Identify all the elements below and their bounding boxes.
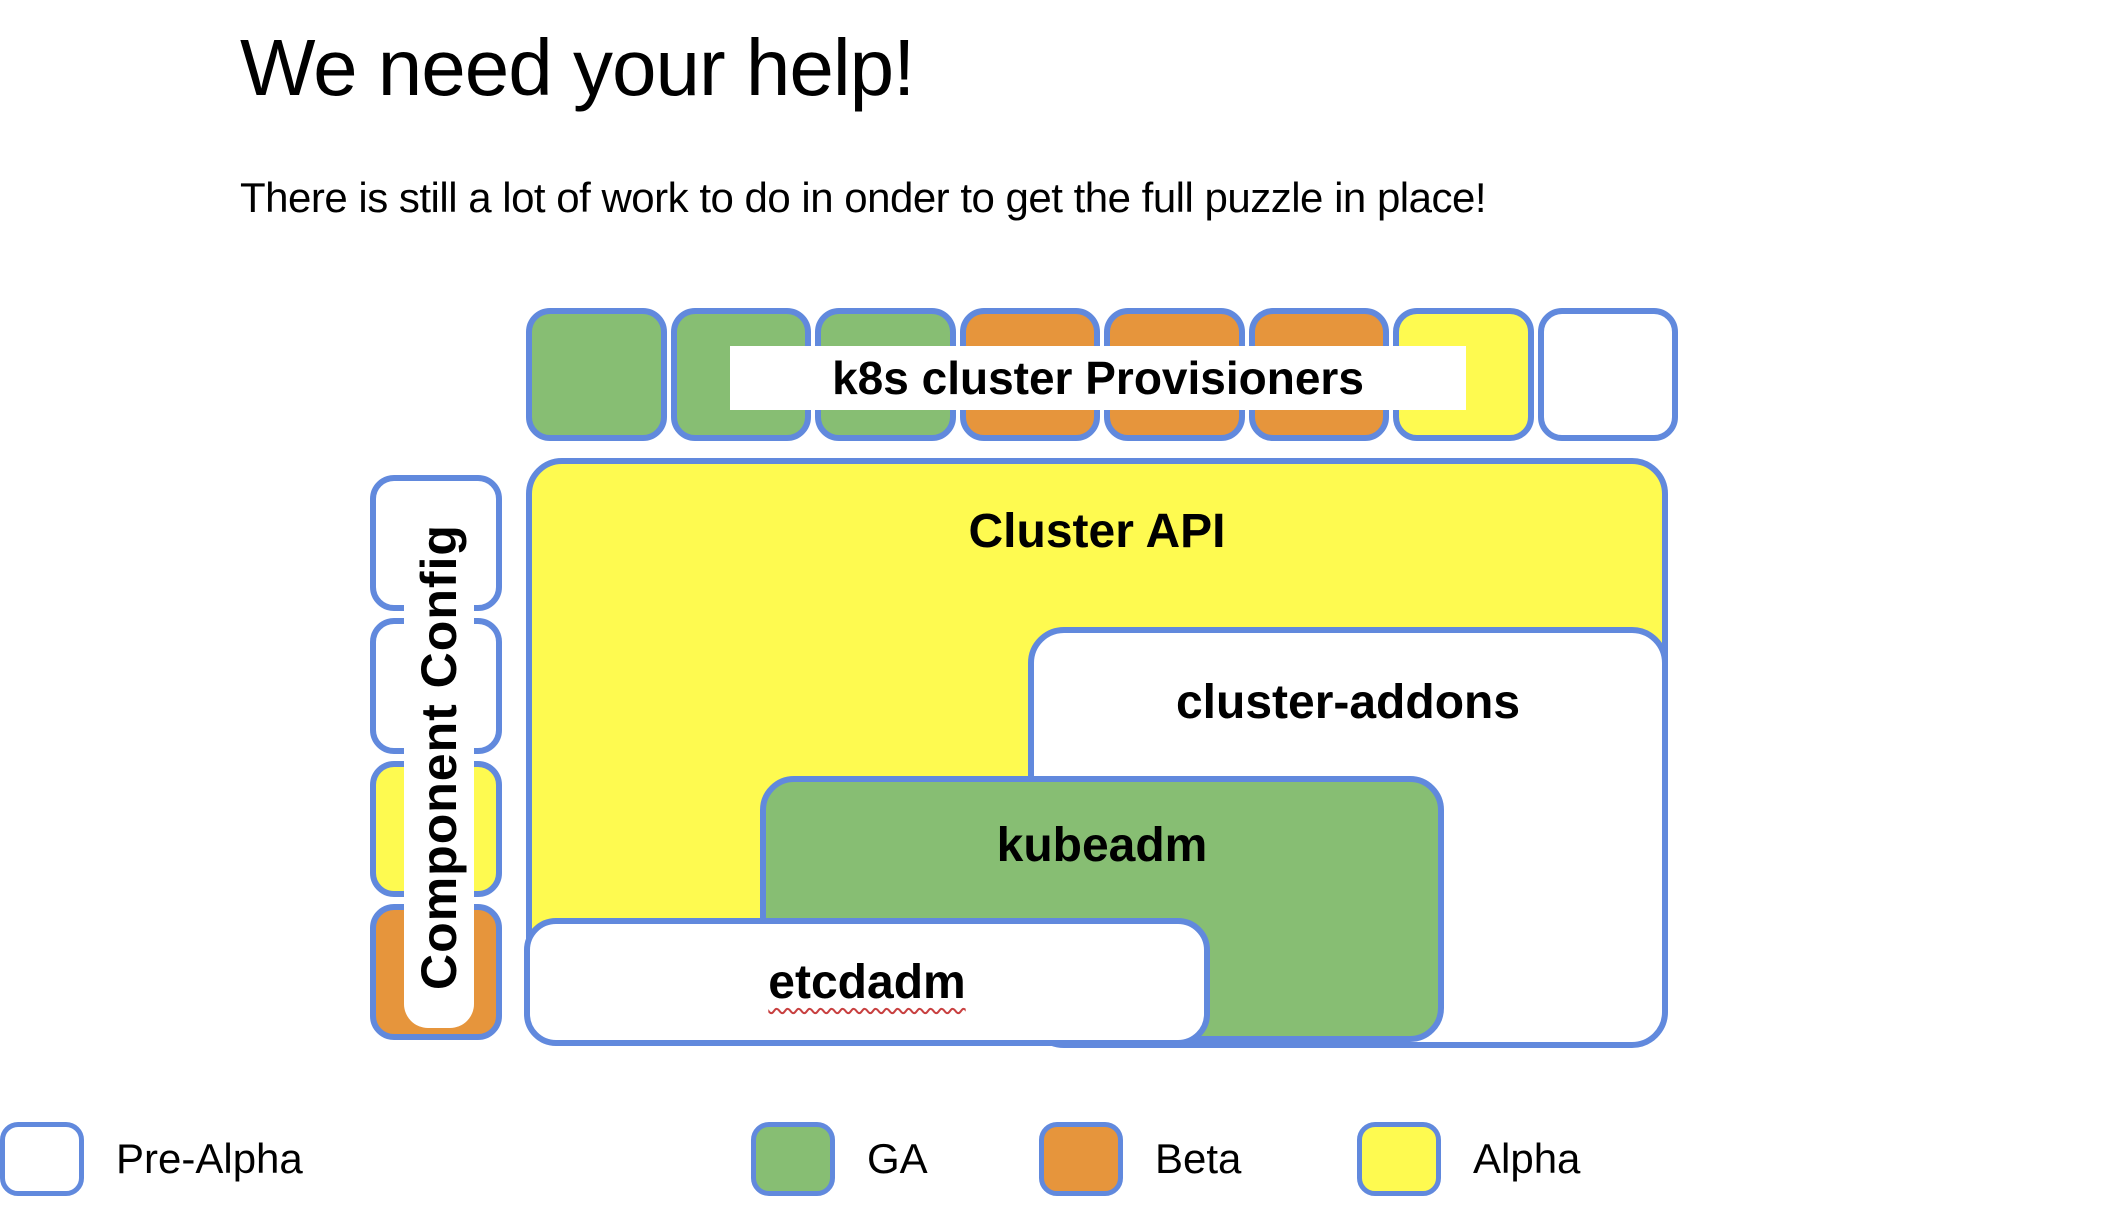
provisioners-label-text: k8s cluster Provisioners [832, 352, 1364, 404]
legend-item: Beta [1039, 1122, 1241, 1196]
legend-item: Pre-Alpha [0, 1122, 303, 1196]
legend-swatch [1039, 1122, 1123, 1196]
component-config-label-strip [404, 488, 474, 1028]
legend-swatch [0, 1122, 84, 1196]
provisioner-square [1537, 308, 1678, 441]
provisioner-square [526, 308, 667, 441]
legend-label: Beta [1155, 1135, 1242, 1182]
provisioners-label: k8s cluster Provisioners [730, 346, 1466, 410]
page-title: We need your help! [240, 23, 915, 112]
kubeadm-label: kubeadm [996, 819, 1208, 872]
legend-swatch [1357, 1122, 1441, 1196]
legend-label: Pre-Alpha [116, 1135, 303, 1182]
status-legend: GA Beta Alpha Pre-Alpha [0, 1122, 2126, 1212]
cluster-api-label: Cluster API [968, 505, 1226, 558]
legend-label: GA [867, 1135, 928, 1182]
legend-item: GA [751, 1122, 928, 1196]
component-config-label: Component Config [411, 524, 467, 990]
etcdadm-label: etcdadm [768, 955, 966, 1009]
cluster-addons-label: cluster-addons [1175, 676, 1521, 729]
legend-item: Alpha [1357, 1122, 1580, 1196]
page-subtitle: There is still a lot of work to do in on… [240, 174, 1487, 221]
etcdadm-box: etcdadm [524, 918, 1210, 1046]
legend-swatch [751, 1122, 835, 1196]
legend-label: Alpha [1473, 1135, 1581, 1182]
